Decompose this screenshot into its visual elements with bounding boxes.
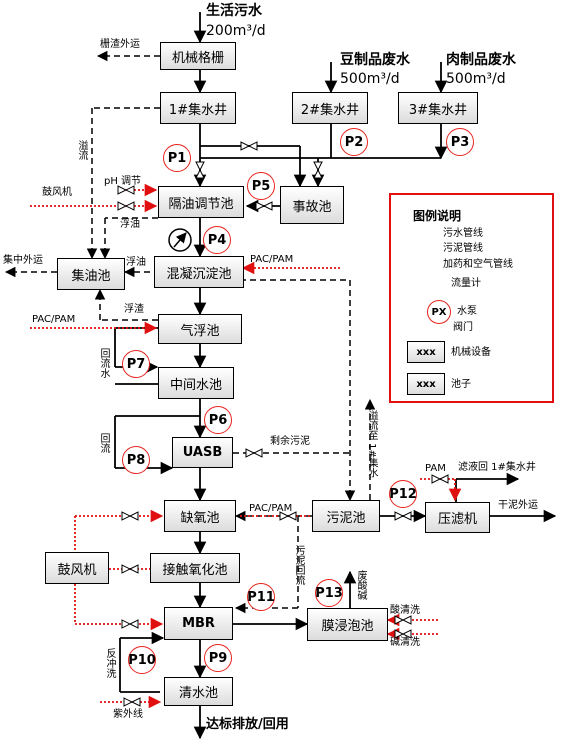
legend-valve: 阀门 [453, 322, 473, 333]
blower2-unit: 鼓风机 [45, 552, 109, 584]
pac3-label: PAC/PAM [249, 503, 293, 514]
backwash-label: 反冲洗 [104, 648, 115, 678]
scum-label: 浮渣 [124, 304, 144, 315]
meat-label: 肉制品废水 [446, 52, 516, 68]
filter-press-unit: 压滤机 [425, 502, 490, 533]
overflow-label: 溢流 [76, 140, 87, 160]
coagulation-unit: 混凝沉淀池 [154, 256, 244, 288]
daf-unit: 气浮池 [158, 314, 242, 344]
pac1-label: PAC/PAM [250, 254, 294, 265]
pump-p10: P10 [128, 646, 156, 674]
pump-p6: P6 [204, 406, 232, 434]
screen-unit: 机械格栅 [160, 42, 236, 70]
pump-p12: P12 [389, 480, 417, 508]
pac2-label: PAC/PAM [32, 314, 76, 325]
flowmeter [168, 228, 192, 252]
anoxic-unit: 缺氧池 [164, 500, 236, 532]
mbr-unit: MBR [164, 607, 233, 640]
discharge-label: 达标排放/回用 [206, 717, 289, 732]
oil-separator-unit: 隔油调节池 [158, 186, 244, 218]
legend-dosing: 加药和空气管线 [443, 259, 513, 270]
legend-title: 图例说明 [413, 209, 462, 223]
waste-acid-label: 废酸碱 [355, 570, 366, 600]
legend-tank-symbol: xxx [407, 373, 445, 395]
legend: 图例说明 污水管线 污泥管线 加药和空气管线 流量计 PX 水泵 阀门 xxx … [389, 193, 554, 403]
soy-label: 豆制品废水 [340, 52, 410, 68]
pump-p13: P13 [315, 579, 343, 607]
export-label: 集中外运 [3, 255, 43, 266]
pump-p1: P1 [163, 144, 191, 172]
reflux-label: 回流水 [98, 348, 109, 378]
contact-oxidation-unit: 接触氧化池 [150, 553, 240, 583]
pump-p3: P3 [446, 128, 474, 156]
uv-label: 紫外线 [113, 709, 143, 720]
legend-flowmeter: 流量计 [451, 278, 481, 289]
dry-sludge-label: 干泥外运 [498, 500, 538, 511]
legend-equipment-symbol: xxx [407, 341, 445, 363]
ph-label: pH 调节 [104, 176, 142, 187]
pam-label: PAM [425, 463, 446, 474]
domestic-label: 生活污水 [206, 3, 262, 19]
oil-collect-unit: 集油池 [57, 258, 125, 290]
base-wash-label: 碱清洗 [390, 637, 420, 648]
sludge-return-label: 污泥回流 [293, 545, 304, 585]
pump-p8: P8 [122, 446, 150, 474]
pump-p5: P5 [247, 172, 275, 200]
meat-flow: 500m³/d [446, 71, 506, 87]
middle-tank-unit: 中间水池 [158, 367, 234, 399]
overflow-to-label: 溢流至 1#集水 [366, 410, 377, 478]
legend-sludge: 污泥管线 [443, 243, 483, 254]
pump-p4: P4 [203, 226, 231, 254]
pump-p7: P7 [122, 350, 150, 378]
soy-flow: 500m³/d [340, 71, 400, 87]
well2-unit: 2#集水井 [292, 92, 368, 124]
legend-sewage: 污水管线 [443, 228, 483, 239]
legend-pump: 水泵 [457, 306, 477, 317]
reflux2-label: 回流 [98, 433, 109, 453]
domestic-flow: 200m³/d [206, 23, 266, 39]
excess-sludge-label: 剩余污泥 [270, 436, 310, 447]
float-oil2-label: 浮油 [126, 257, 146, 268]
float-oil-label: 浮油 [120, 219, 140, 230]
membrane-tank-unit: 膜浸泡池 [307, 608, 388, 641]
clear-water-unit: 清水池 [164, 677, 233, 706]
screenings-label: 栅渣外运 [100, 39, 140, 50]
pump-p9: P9 [204, 644, 232, 672]
sewage-lines [114, 12, 557, 740]
legend-equipment: 机械设备 [451, 347, 491, 358]
pump-p11: P11 [247, 583, 275, 611]
sludge-tank-unit: 污泥池 [312, 500, 380, 532]
well3-unit: 3#集水井 [398, 92, 478, 124]
accident-tank-unit: 事故池 [280, 186, 344, 224]
filtrate-label: 滤液回 1#集水井 [458, 462, 536, 473]
pump-p2: P2 [340, 128, 368, 156]
valves [117, 141, 449, 707]
acid-wash-label: 酸清洗 [390, 605, 420, 616]
well1-unit: 1#集水井 [160, 92, 236, 124]
legend-pump-symbol: PX [427, 300, 451, 324]
legend-tank: 池子 [451, 379, 471, 390]
blower1-label: 鼓风机 [42, 187, 72, 198]
uasb-unit: UASB [172, 437, 233, 468]
